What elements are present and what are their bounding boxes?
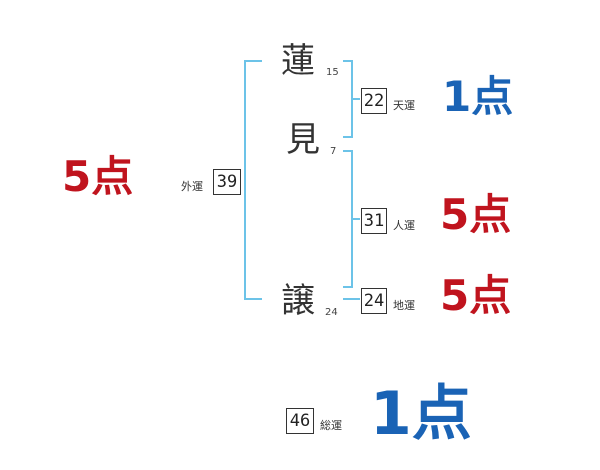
name-char-1: 蓮 [281, 41, 315, 81]
soukaku-label: 総運 [320, 419, 342, 432]
tenkaku-label: 天運 [393, 99, 415, 112]
jinkaku-label: 人運 [393, 219, 415, 232]
chikaku-score: 5点 [440, 271, 512, 320]
jinkaku-value-box: 31 [361, 208, 387, 234]
tenkaku-score: 1点 [442, 72, 514, 121]
soukaku-score: 1点 [370, 379, 472, 449]
name-char-3: 譲 [281, 281, 315, 321]
name-char-2: 見 [286, 120, 320, 160]
stroke-count-2: 7 [330, 146, 337, 157]
gaikaku-score: 5点 [62, 152, 134, 201]
stroke-count-3: 24 [325, 307, 338, 318]
gaikaku-label: 外運 [181, 180, 203, 193]
chikaku-label: 地運 [393, 299, 415, 312]
soukaku-value-box: 46 [286, 408, 314, 434]
tenkaku-value-box: 22 [361, 88, 387, 114]
chikaku-value-box: 24 [361, 288, 387, 314]
jinkaku-score: 5点 [440, 190, 512, 239]
gaikaku-value-box: 39 [213, 169, 241, 195]
stroke-count-1: 15 [326, 67, 339, 78]
